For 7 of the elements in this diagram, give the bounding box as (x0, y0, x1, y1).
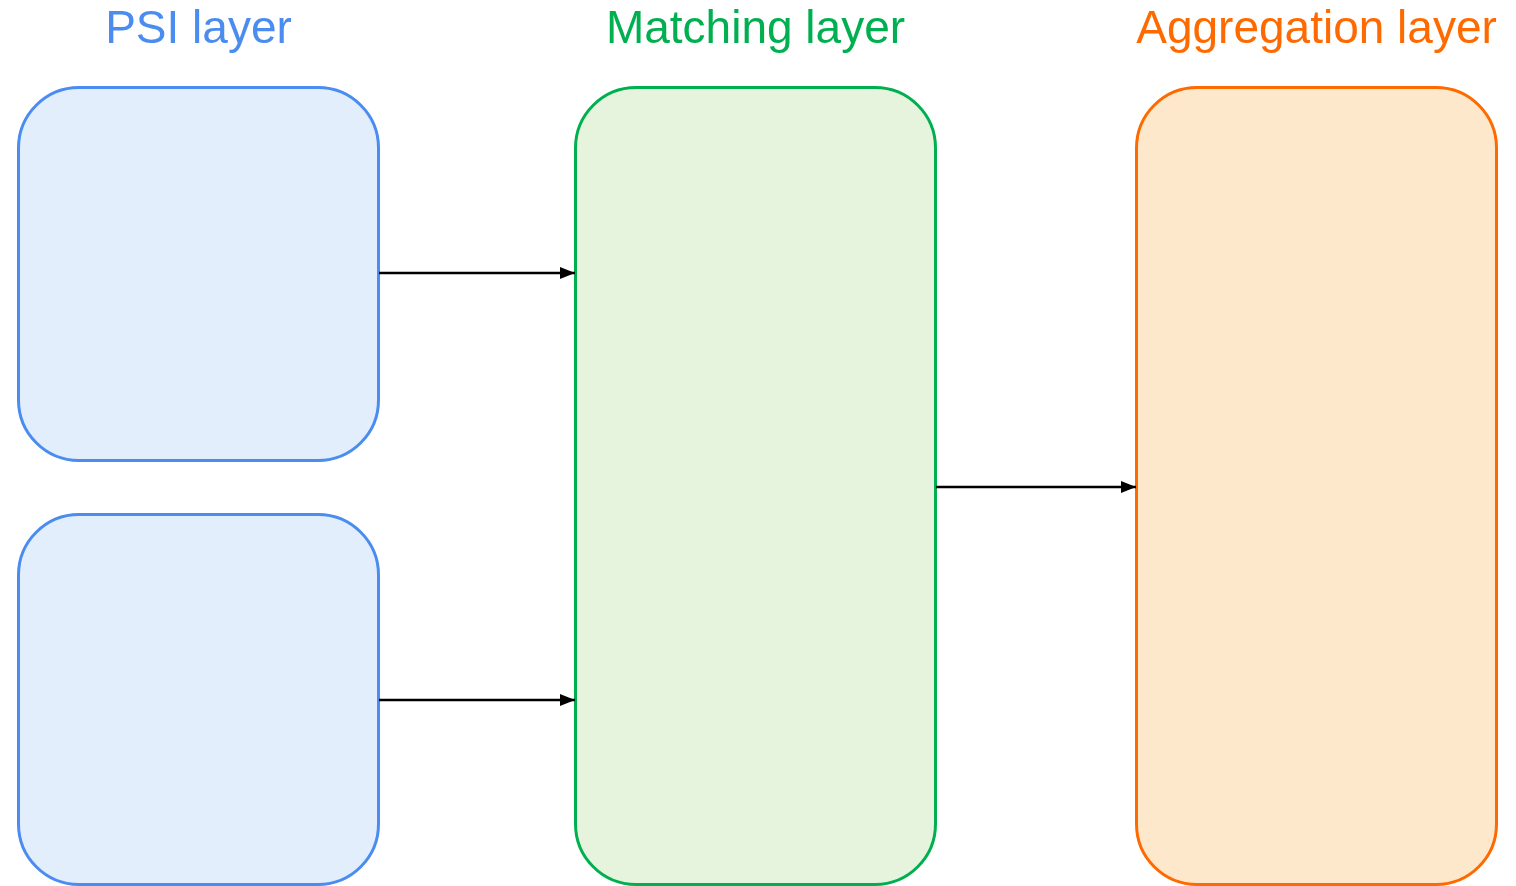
arrow (379, 694, 575, 706)
arrow (379, 267, 575, 279)
arrow (936, 481, 1136, 493)
layer-heading: Aggregation layer (1136, 1, 1497, 53)
layer-heading: Matching layer (605, 1, 906, 53)
layer-heading: PSI layer (105, 1, 292, 53)
layer-box (17, 513, 380, 886)
